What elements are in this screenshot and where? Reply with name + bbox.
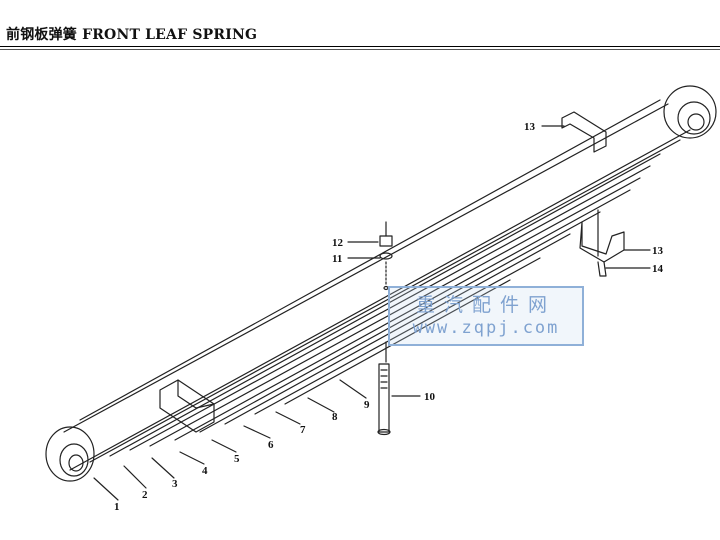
leader-5 [211,439,237,453]
callout-14: 14 [652,263,664,275]
main-leaf-bottom [69,129,691,471]
right-bracket [579,221,625,263]
watermark-cn: 重汽配件网 [415,294,556,316]
callout-2: 2 [142,489,148,501]
right-eye-mid [677,101,711,135]
nut-12 [379,235,393,247]
leaf-line [129,165,651,451]
callout-4: 4 [202,465,208,477]
leader-6 [243,425,271,439]
callout-10: 10 [424,391,436,403]
leader-3 [151,457,175,479]
main-leaf-top-back [79,99,661,421]
leader-4 [179,451,205,465]
leaf-line [149,177,641,447]
callout-3: 3 [172,478,178,490]
left-eye-outer [45,426,95,482]
left-eye-inner [68,454,84,472]
watermark-url: www.zqpj.com [412,318,560,338]
leader-9 [339,379,367,399]
leaf-line [89,139,681,463]
center-bolt-10 [378,363,390,433]
leaf-line [224,233,571,425]
leaf-line [199,211,601,433]
leader-7 [275,411,301,425]
top-clip [561,111,607,153]
callout-5: 5 [234,453,240,465]
leader-2 [123,465,147,489]
title-rule [0,46,720,47]
leader-1 [93,477,119,501]
callout-11: 11 [332,253,342,265]
title-rule-secondary [0,49,720,50]
leaf-line [109,153,661,457]
callout-1: 1 [114,501,120,513]
callout-6: 6 [268,439,274,451]
callout-13-right: 13 [652,245,664,257]
leaf-line [254,257,541,415]
page-title: 前钢板弹簧 FRONT LEAF SPRING [6,27,258,43]
right-eye-outer [663,85,717,139]
bolt-14 [597,261,607,277]
leaf-line [284,279,511,405]
callout-7: 7 [300,424,306,436]
main-leaf-top [63,103,669,433]
left-eye-mid [59,443,89,477]
callout-9: 9 [364,399,370,411]
right-eye-inner [687,113,705,131]
callout-12: 12 [332,237,344,249]
watermark: 重汽配件网 www.zqpj.com [388,286,584,346]
leader-8 [307,397,335,413]
leaf-line [174,189,631,441]
callout-8: 8 [332,411,338,423]
washer-11 [379,252,393,260]
left-clip-face [177,379,215,409]
callout-13-top: 13 [524,121,536,133]
